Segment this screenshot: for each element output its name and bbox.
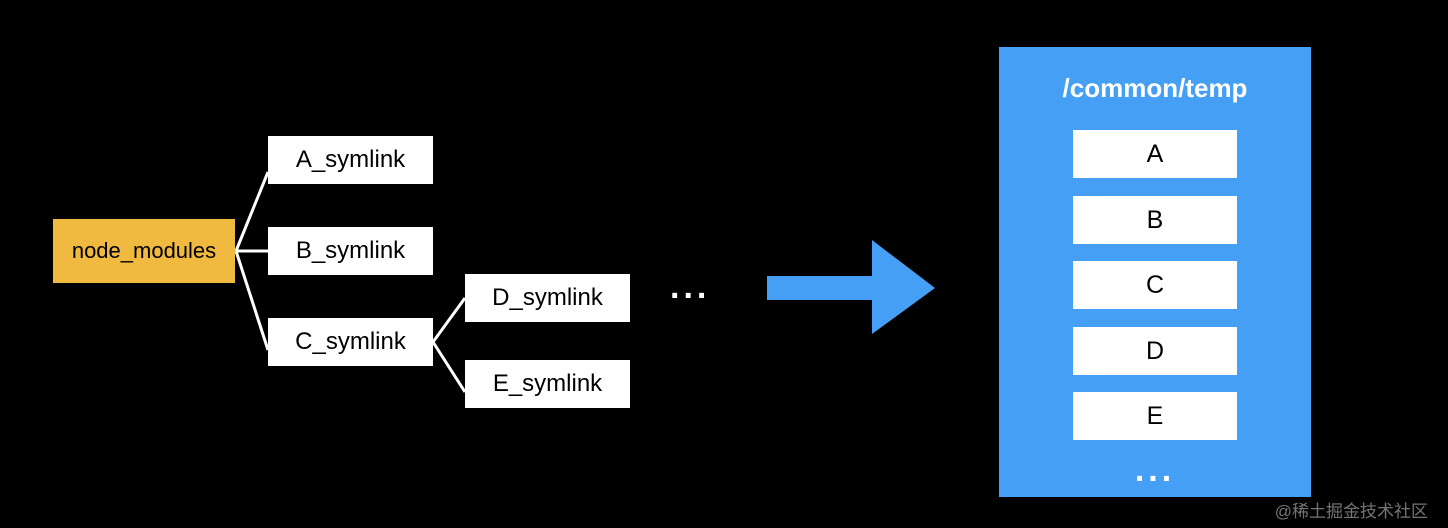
- tree-ellipsis: ...: [670, 268, 711, 306]
- e-symlink-box: E_symlink: [465, 360, 630, 408]
- connector-c-d: [431, 297, 467, 343]
- node-modules-box: node_modules: [53, 219, 235, 283]
- e-symlink-label: E_symlink: [492, 370, 603, 397]
- connector-c-e: [431, 341, 467, 393]
- d-symlink-box: D_symlink: [465, 274, 630, 322]
- connector-root-a: [234, 171, 270, 252]
- store-item-b: B: [1073, 196, 1237, 244]
- c-symlink-box: C_symlink: [268, 318, 433, 366]
- connector-root-c: [234, 250, 270, 351]
- store-item-c: C: [1073, 261, 1237, 309]
- store-item-a: A: [1073, 130, 1237, 178]
- node-modules-label: node_modules: [71, 238, 217, 263]
- b-symlink-box: B_symlink: [268, 227, 433, 275]
- store-panel: /common/temp A B C D E ...: [999, 47, 1311, 497]
- arrow-shape: [767, 240, 935, 334]
- d-symlink-label: D_symlink: [492, 284, 603, 311]
- store-item-d: D: [1073, 327, 1237, 375]
- a-symlink-label: A_symlink: [295, 146, 406, 173]
- a-symlink-box: A_symlink: [268, 136, 433, 184]
- b-symlink-label: B_symlink: [295, 237, 406, 264]
- store-title: /common/temp: [1062, 73, 1248, 103]
- store-ellipsis: ...: [1134, 451, 1176, 489]
- watermark: @稀土掘金技术社区: [1274, 502, 1428, 521]
- store-item-e: E: [1073, 392, 1237, 440]
- c-symlink-label: C_symlink: [295, 328, 406, 355]
